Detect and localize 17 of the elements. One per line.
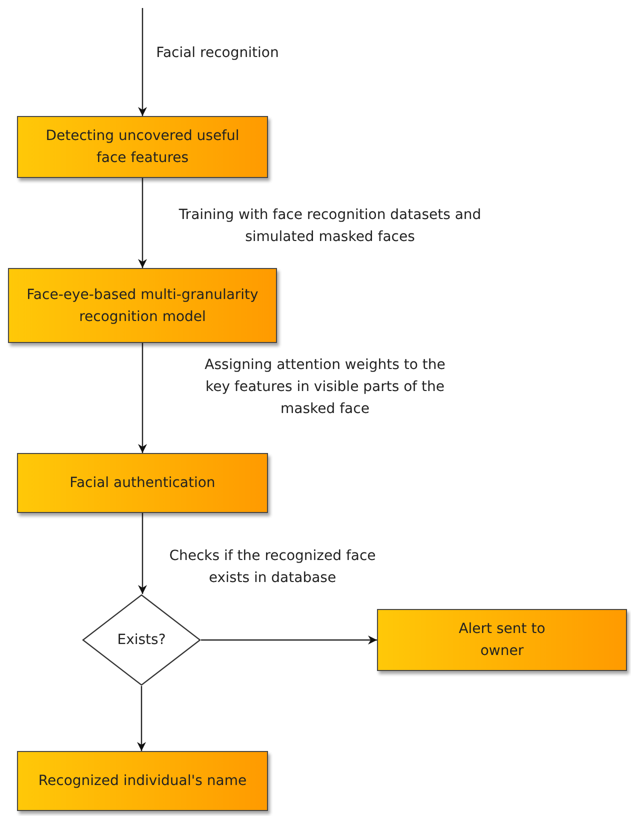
decision-text: Exists?: [117, 630, 166, 650]
process-box: [8, 268, 277, 343]
arrow: [137, 686, 146, 751]
arrow: [138, 178, 147, 268]
arrow: [201, 636, 377, 644]
box-text: Recognized individual's name: [38, 772, 247, 791]
process-box: [377, 609, 627, 671]
process-box: [17, 116, 268, 178]
arrow: [138, 8, 147, 116]
arrow: [138, 513, 147, 594]
process-box: [17, 751, 268, 811]
box-text: Facial authentication: [70, 474, 216, 493]
arrow: [138, 343, 147, 453]
box-text: Alert sent to owner: [458, 620, 546, 661]
box-text: Face-eye-based multi-granularity recognition model: [26, 286, 260, 326]
process-box: [17, 453, 268, 513]
box-text: Detecting uncovered useful face features: [44, 127, 240, 168]
